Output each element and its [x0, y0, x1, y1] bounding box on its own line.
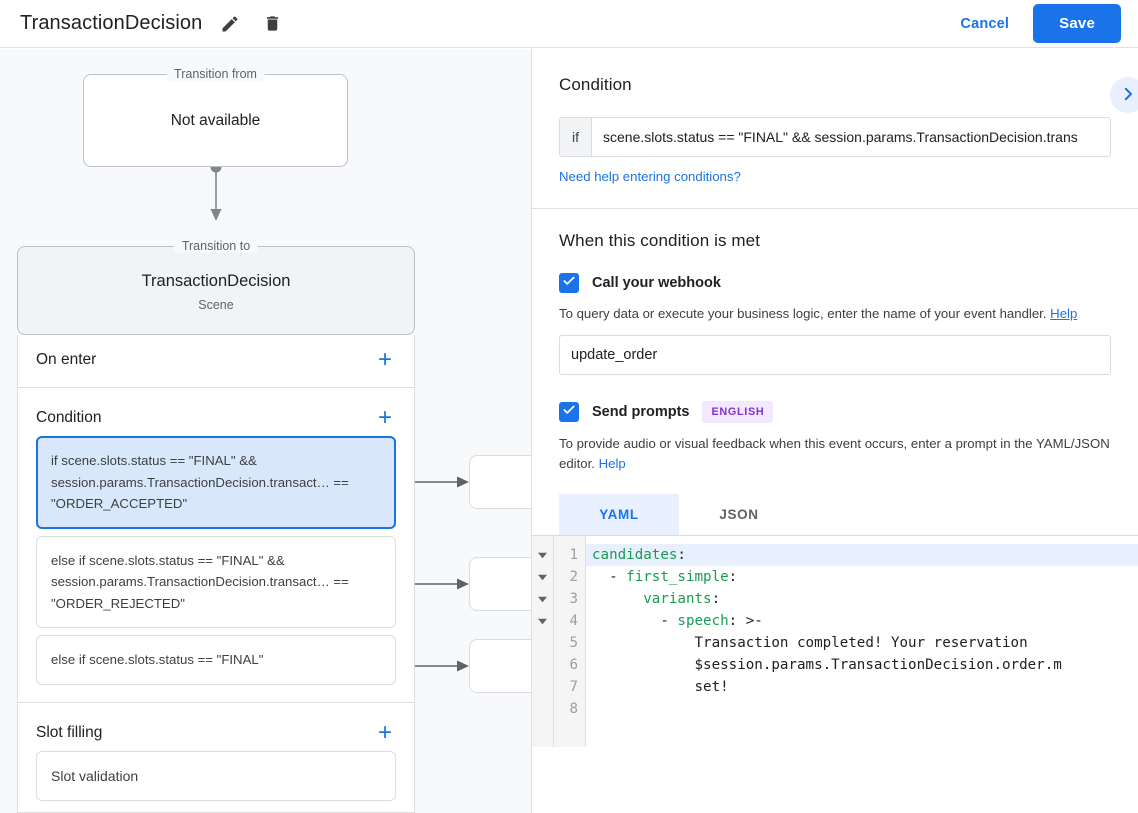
panel-condition-heading: Condition [559, 75, 632, 94]
when-met-heading: When this condition is met [559, 231, 761, 250]
line-number: 2 [569, 569, 578, 585]
yaml-editor[interactable]: 1 2 3 4 5 6 7 8 candidates: - first_simp… [532, 535, 1138, 747]
editor-line: $session.params.TransactionDecision.orde… [694, 657, 1062, 673]
add-on-enter-button[interactable]: + [374, 348, 396, 372]
condition-list: if scene.slots.status == "FINAL" && sess… [18, 436, 414, 702]
tab-yaml[interactable]: YAML [559, 494, 679, 535]
panel-condition-section: Condition if Need help entering conditio… [532, 49, 1138, 209]
send-prompts-label: Send prompts [592, 404, 690, 420]
section-slot-filling: Slot filling + Slot validation [18, 701, 414, 813]
target-node-3[interactable] [469, 639, 531, 693]
event-handler-input[interactable] [559, 335, 1111, 375]
transition-from-value: Not available [170, 111, 261, 129]
line-number: 7 [569, 679, 578, 695]
condition-item-2[interactable]: else if scene.slots.status == "FINAL" &&… [36, 535, 396, 628]
editor-line: candidates: [586, 544, 1138, 566]
details-panel: Condition if Need help entering conditio… [531, 49, 1138, 813]
condition-expression-input[interactable] [592, 118, 1110, 156]
transition-to-subtitle: Scene [198, 298, 234, 312]
transition-to-title: TransactionDecision [141, 272, 291, 290]
line-number: 8 [569, 701, 578, 717]
target-node-1[interactable] [469, 455, 531, 509]
line-number: 3 [569, 591, 578, 607]
transition-from-legend: Transition from [166, 67, 265, 81]
section-title-slot-filling: Slot filling [36, 723, 103, 741]
scene-canvas[interactable]: Transition from Not available Transition… [0, 49, 531, 813]
call-webhook-label: Call your webhook [592, 275, 721, 291]
send-prompts-description: To provide audio or visual feedback when… [559, 434, 1111, 474]
line-number: 5 [569, 635, 578, 651]
scene-detail-card: On enter + Condition + if scene.slots.st… [17, 335, 415, 813]
section-condition: Condition + if scene.slots.status == "FI… [18, 387, 414, 702]
condition-item-3[interactable]: else if scene.slots.status == "FINAL" [36, 635, 396, 685]
tab-json[interactable]: JSON [679, 494, 799, 535]
send-prompts-checkbox[interactable] [559, 402, 579, 422]
fold-toggle-line-1[interactable] [532, 544, 553, 566]
delete-button[interactable] [258, 10, 286, 38]
call-webhook-row: Call your webhook [559, 273, 1111, 293]
slot-validation-item[interactable]: Slot validation [36, 750, 396, 801]
page-title: TransactionDecision [20, 12, 203, 34]
language-badge: ENGLISH [702, 401, 774, 423]
line-number: 1 [569, 547, 578, 563]
check-icon [562, 403, 576, 422]
editor-line [586, 698, 1138, 720]
line-number: 4 [569, 613, 578, 629]
editor-line: - speech: >- [592, 613, 763, 629]
top-bar: TransactionDecision Cancel Save [0, 0, 1138, 48]
trash-icon [263, 14, 282, 33]
editor-line: set! [694, 679, 729, 695]
line-number: 6 [569, 657, 578, 673]
edit-name-button[interactable] [216, 10, 244, 38]
condition-item-1[interactable]: if scene.slots.status == "FINAL" && sess… [36, 436, 396, 529]
cancel-button[interactable]: Cancel [950, 8, 1019, 40]
editor-code-area[interactable]: candidates: - first_simple: variants: - … [586, 536, 1138, 747]
add-condition-button[interactable]: + [374, 406, 396, 430]
fold-toggle-line-3[interactable] [532, 588, 553, 610]
section-title-condition: Condition [36, 409, 102, 426]
save-button[interactable]: Save [1033, 4, 1121, 43]
pencil-icon [220, 14, 240, 34]
expand-panel-button[interactable] [1110, 77, 1138, 113]
add-slot-filling-button[interactable]: + [374, 720, 396, 745]
chevron-right-icon [1119, 85, 1137, 106]
target-node-2[interactable] [469, 557, 531, 611]
transition-to-box[interactable]: Transition to TransactionDecision Scene [17, 239, 415, 335]
editor-line: variants: [643, 591, 721, 607]
section-title-on-enter: On enter [36, 351, 97, 368]
send-prompts-row: Send prompts ENGLISH [559, 401, 1111, 423]
call-webhook-description: To query data or execute your business l… [559, 304, 1111, 324]
editor-line: - first_simple: [592, 569, 738, 585]
editor-line-numbers: 1 2 3 4 5 6 7 8 [554, 536, 586, 747]
top-bar-actions: Cancel Save [950, 4, 1138, 43]
condition-if-prefix: if [560, 118, 592, 156]
editor-format-tabs: YAML JSON [559, 494, 1111, 535]
editor-line: Transaction completed! Your reservation [694, 635, 1028, 651]
check-icon [562, 274, 576, 293]
need-help-conditions-link[interactable]: Need help entering conditions? [559, 169, 741, 184]
transition-from-box[interactable]: Transition from Not available [83, 67, 348, 167]
send-prompts-description-text: To provide audio or visual feedback when… [559, 436, 1110, 471]
fold-toggle-line-2[interactable] [532, 566, 553, 588]
slot-filling-list: Slot validation [18, 750, 414, 813]
webhook-help-link[interactable]: Help [1050, 306, 1078, 321]
condition-input-row[interactable]: if [559, 117, 1111, 157]
panel-when-met-section: When this condition is met Call your web… [532, 209, 1138, 535]
fold-toggle-line-4[interactable] [532, 610, 553, 632]
transition-to-legend: Transition to [173, 239, 259, 253]
call-webhook-checkbox[interactable] [559, 273, 579, 293]
section-on-enter: On enter + [18, 335, 414, 387]
editor-fold-column [532, 536, 554, 747]
call-webhook-description-text: To query data or execute your business l… [559, 306, 1047, 321]
prompts-help-link[interactable]: Help [598, 456, 626, 471]
